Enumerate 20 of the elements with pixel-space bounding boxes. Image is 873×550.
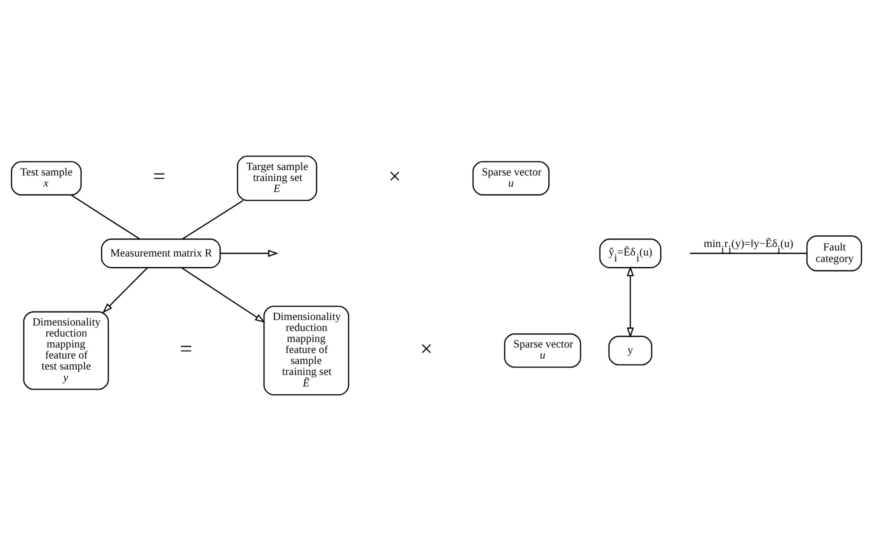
connector: [182, 200, 244, 240]
node-box: Target sample training set E: [236, 155, 318, 201]
node-box: Sparse vector u: [472, 160, 550, 195]
node-box: Dimensionality reduction mapping feature of sample training set Ẽ: [263, 305, 350, 395]
node-box: Fault category: [806, 234, 862, 271]
arrow: [626, 265, 634, 338]
arrow: [220, 249, 278, 256]
connector: [70, 194, 140, 240]
node-box: Measurement matrix R: [101, 238, 221, 268]
label: ×: [420, 336, 433, 361]
node-box: Test sample x: [10, 160, 82, 195]
node-box: Sparse vector u: [504, 332, 582, 368]
arrow: [102, 266, 148, 313]
label: =: [180, 336, 192, 361]
node-box: Dimensionality reduction mapping feature of test sample y: [23, 310, 109, 390]
arrow: [181, 266, 266, 322]
label: =: [152, 163, 166, 188]
node-box: y: [608, 335, 652, 365]
label: ×: [388, 163, 401, 188]
connector: [690, 252, 807, 254]
